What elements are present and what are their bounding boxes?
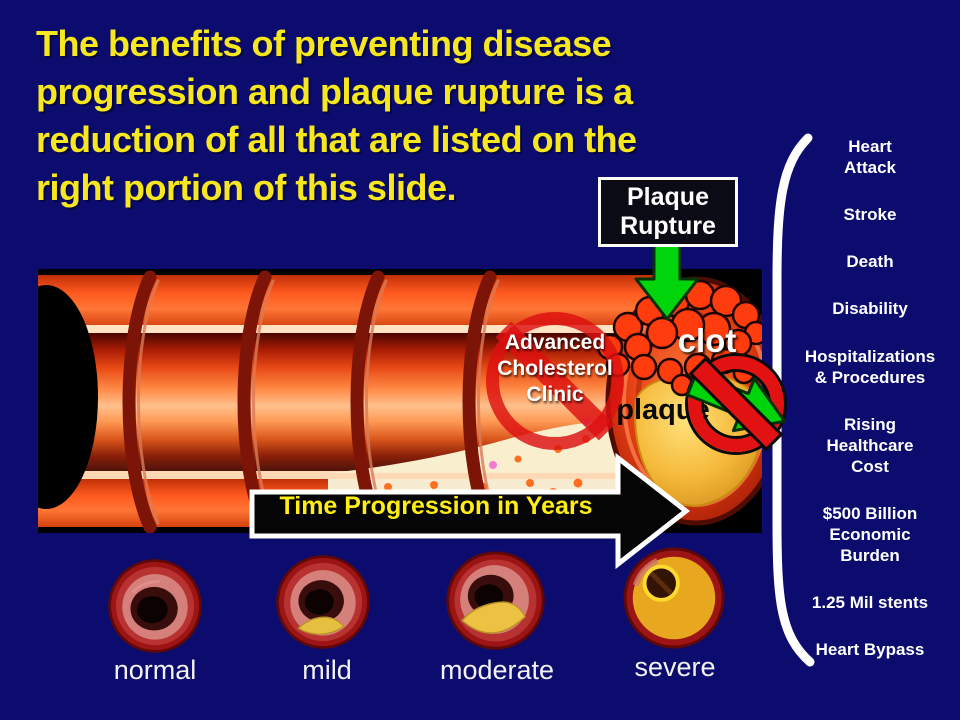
stage-label-moderate: moderate	[439, 655, 555, 685]
stage-label-severe: severe	[634, 652, 716, 682]
list-item: $500 Billion Economic Burden	[822, 503, 918, 565]
artery-cross-section-moderate	[446, 551, 545, 650]
list-item: Stroke	[843, 205, 897, 225]
green-down-arrow-icon	[634, 243, 700, 321]
list-item: Heart Attack	[844, 137, 896, 177]
list-item: Death	[846, 252, 894, 272]
list-item: Disability	[832, 299, 908, 319]
consequence-list: Heart Attack Stroke Death Disability Hos…	[782, 136, 958, 660]
stage-label-normal: normal	[113, 655, 197, 685]
artery-cross-section-severe	[623, 547, 725, 649]
list-item: 1.25 Mil stents	[811, 592, 929, 612]
list-item: Rising Healthcare Cost	[826, 414, 914, 476]
list-item: Heart Bypass	[815, 640, 925, 659]
clot-label: clot	[677, 322, 737, 359]
time-progression-arrow	[249, 452, 691, 570]
list-item: Hospitalizations & Procedures	[804, 346, 936, 387]
stage-label-mild: mild	[302, 655, 352, 685]
plaque-rupture-callout: Plaque Rupture	[598, 177, 738, 247]
watermark-text: Advanced Cholesterol Clinic	[497, 331, 613, 406]
time-progression-label: Time Progression in Years	[279, 492, 593, 520]
artery-cross-section-normal	[108, 559, 202, 653]
artery-cross-section-mild	[276, 555, 370, 649]
slide-title: The benefits of preventing disease progr…	[36, 23, 637, 208]
